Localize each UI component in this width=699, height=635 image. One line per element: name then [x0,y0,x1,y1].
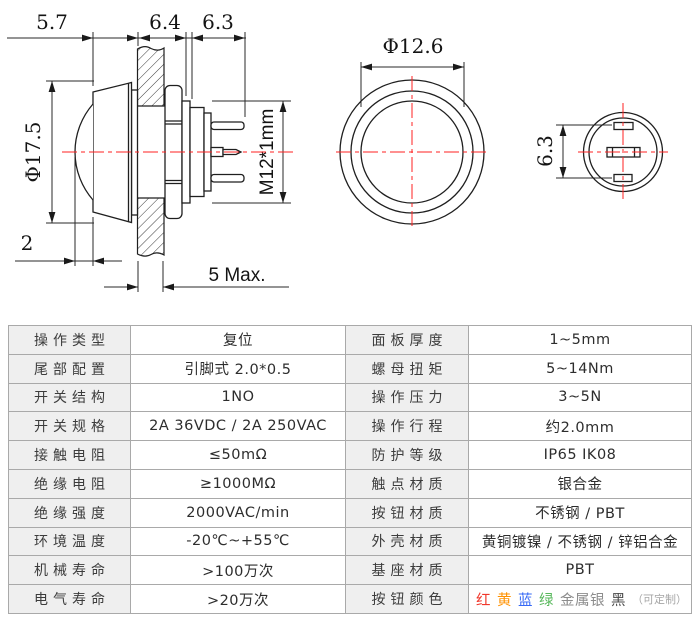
spec-value: >100万次 [131,556,346,586]
spec-value: 5~14Nm [469,354,692,384]
spec-label: 绝缘强度 [9,498,131,528]
color-option: 红 [476,592,491,609]
dim-label-6-3-top: 6.3 [202,10,234,34]
terminal-pin-top [210,121,245,131]
spec-value: 引脚式 2.0*0.5 [131,354,346,384]
front-view-dimension-lines [360,62,465,107]
button-color-options: 红黄蓝绿金属银黑 （可定制） [469,585,692,614]
technical-drawing: 5.7 6.4 6.3 Φ17.5 2 5 Max. M12*1mm [7,10,668,292]
rear-view-centerlines [578,103,668,201]
spec-label: 绝缘电阻 [9,469,131,499]
color-option: 绿 [539,592,554,609]
spec-value: 复位 [131,326,346,355]
dim-label-6-4: 6.4 [149,10,181,34]
side-view-dimension-lines [7,32,291,292]
terminal-pin-bottom [210,173,245,183]
spec-value: 2A 36VDC / 2A 250VAC [131,412,346,442]
spec-label: 螺母扭矩 [346,354,469,384]
spec-value: 不锈钢 / PBT [469,498,692,528]
dim-label-head-diameter: Φ17.5 [21,122,45,183]
spec-value: 2000VAC/min [131,498,346,528]
color-option: 蓝 [518,592,533,609]
customizable-note: （可定制） [632,593,687,607]
spec-value: IP65 IK08 [469,441,692,470]
spec-value: PBT [469,556,692,586]
spec-label: 按钮颜色 [346,585,469,614]
spec-value: 约2.0mm [469,412,692,442]
spec-value: 1NO [131,383,346,413]
spec-label: 电气寿命 [9,585,131,614]
spec-label: 外壳材质 [346,527,469,557]
color-option: 黄 [497,592,512,609]
rear-view-dimension-arrows [559,125,567,178]
dim-label-pin-spacing: 6.3 [533,135,557,167]
spec-label: 操作行程 [346,412,469,442]
spec-label: 按钮材质 [346,498,469,528]
side-view-dimension-arrows [48,34,287,291]
spec-label: 接触电阻 [9,441,131,470]
color-option: 金属银 [560,592,605,609]
pushbutton-side-outline [74,81,245,224]
spec-value: 黄铜镀镍 / 不锈钢 / 锌铝合金 [469,527,692,557]
dim-label-dome-protrusion: 2 [21,231,34,255]
spec-label: 开关规格 [9,412,131,442]
spec-label: 尾部配置 [9,354,131,384]
spec-label: 操作类型 [9,326,131,355]
spec-label: 面板厚度 [346,326,469,355]
dim-label-panel-max: 5 Max. [208,265,265,286]
spec-value: >20万次 [131,585,346,614]
spec-value: ≤50mΩ [131,441,346,470]
color-option: 黑 [611,592,626,609]
front-view-centerlines [336,76,489,229]
spec-label: 基座材质 [346,556,469,586]
panel-wall-section [136,46,165,257]
spec-value: ≥1000MΩ [131,469,346,499]
front-view: Φ12.6 [336,34,489,229]
spec-label: 防护等级 [346,441,469,470]
side-view: 5.7 6.4 6.3 Φ17.5 2 5 Max. M12*1mm [7,10,296,292]
front-view-dimension-arrows [361,63,464,71]
spec-label: 操作压力 [346,383,469,413]
spec-value: 银合金 [469,469,692,499]
spec-label: 触点材质 [346,469,469,499]
spec-value: -20℃~+55℃ [131,527,346,557]
dim-label-thread: M12*1mm [257,109,278,196]
spec-label: 环境温度 [9,527,131,557]
spec-label: 机械寿命 [9,556,131,586]
rear-view: 6.3 [533,103,668,201]
dim-label-5-7: 5.7 [36,10,68,34]
spec-value: 3~5N [469,383,692,413]
dim-label-button-diameter: Φ12.6 [383,34,444,58]
spec-value: 1~5mm [469,326,692,355]
spec-label: 开关结构 [9,383,131,413]
